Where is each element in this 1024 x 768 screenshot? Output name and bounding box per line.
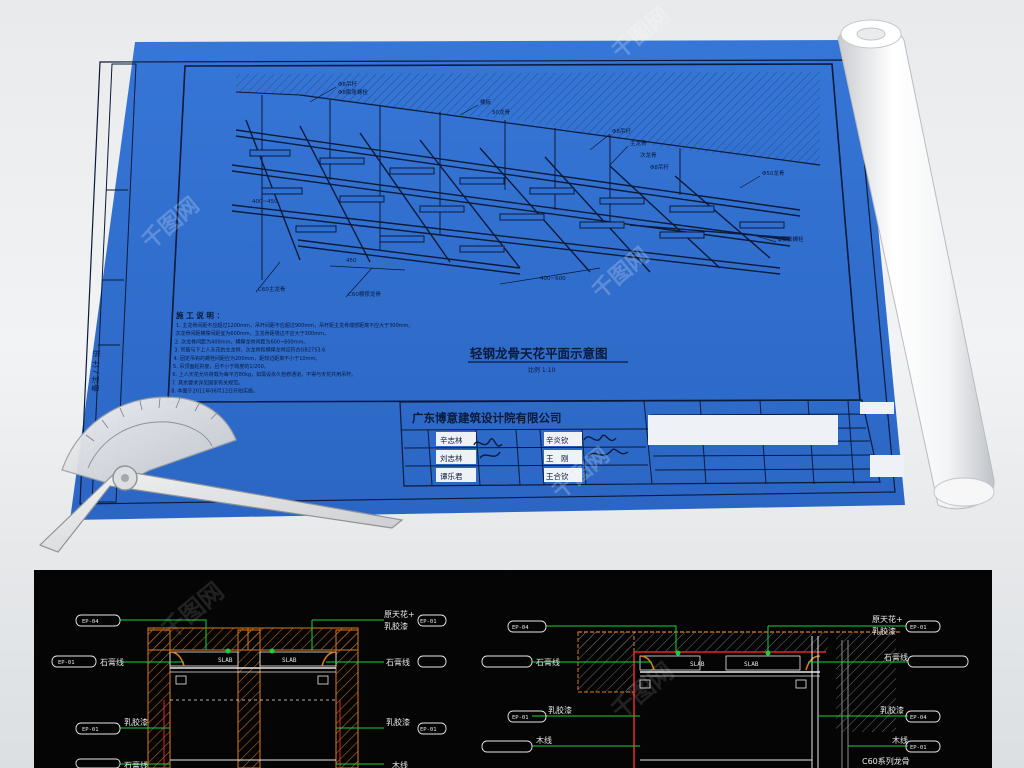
title-block-lower-panel (870, 455, 904, 477)
cad-left-latex-right: 乳胶漆 (386, 717, 410, 727)
blueprint-sheet: 备注 / 计 设 (70, 40, 905, 520)
title-block-corner-panel (860, 402, 894, 414)
name-left-1: 辛志林 (440, 435, 463, 445)
callout-bottom-1: C60主龙骨 (258, 285, 286, 293)
cad-right-slab-2: SLAB (744, 661, 759, 668)
keel-blocks (249, 149, 785, 253)
cad-right-gypsum-right: 石膏线 (884, 652, 908, 662)
cad-left-gypsum-left-2: 石膏线 (124, 760, 148, 768)
cad-right-ceiling-2: 乳胶漆 (872, 626, 896, 636)
side-strip (91, 63, 137, 503)
construction-note-line: 6. 上人天花允许荷载为每平方80kg，如需设永久检修通道，不得与天花共用吊杆。 (172, 371, 356, 378)
slab-hatch (236, 72, 820, 165)
cad-left-ceiling: 原天花+ (384, 609, 415, 619)
cad-right-wood-right: 木线 (892, 735, 908, 745)
cad-left-tag-d: EP-01 (420, 619, 437, 625)
drawing-title: 轻钢龙骨天花平面示意图 (470, 346, 608, 361)
notes-heading: 施 工 说 明 ： (176, 310, 224, 320)
cad-right-keel: C60系列龙骨 (862, 756, 910, 766)
cad-right-wood-left: 木线 (536, 735, 552, 745)
construction-note-line: 4. 固定吊钩的螺栓间距应为200mm，距较边距离不小于10mm。 (174, 355, 321, 362)
name-right-1: 辛炎钦 (546, 435, 569, 445)
cad-right-latex-right: 乳胶漆 (880, 705, 904, 715)
cad-left-tag-a: EP-04 (82, 619, 99, 625)
callout-bottom-2: C60横撑龙骨 (348, 290, 381, 298)
callout-top-3: 楼板 (480, 98, 492, 106)
name-right-3: 王合钦 (546, 471, 569, 481)
cad-right-slab-1: SLAB (690, 661, 705, 668)
callout-lower-right: φ膨胀螺栓 (778, 235, 804, 243)
cad-right-tag-e: EP-01 (910, 745, 927, 751)
cad-left-tag-e: EP-01 (420, 727, 437, 733)
construction-note-line: 2. 次龙骨间距为400mm，横撑龙骨间距为600~800mm。 (175, 338, 309, 345)
cad-right-tag-a: EP-04 (512, 625, 529, 631)
cad-left-ceiling-2: 乳胶漆 (384, 621, 408, 631)
construction-note-line: 7. 其余要求详见国家有关规范。 (172, 379, 243, 386)
cad-left-tag-b: EP-01 (58, 660, 75, 666)
roll-end-bottom (933, 477, 995, 507)
sheet-outer-frame (79, 59, 896, 505)
drawing-scale: 比例 1:10 (528, 366, 556, 374)
signature-left (473, 438, 503, 459)
construction-note-line: 1. 主龙骨间距不应超过1200mm，吊杆间距不应超过900mm，吊杆距主龙骨端… (176, 322, 413, 329)
construction-note-line: 3. 吊筋与下上人天花的主龙骨、次龙骨和横撑龙骨应符合GB2753.6 (174, 347, 325, 354)
callout-top-2: Φ8膨胀螺栓 (338, 88, 368, 96)
callout-right-1: Φ8吊杆 (612, 127, 631, 135)
leader-lines (255, 86, 777, 298)
cad-background (34, 570, 992, 768)
title-block: 广东博意建筑设计院有限公司 辛志林 刘志林 谭乐君 辛炎钦 王 刚 王合钦 (399, 399, 904, 487)
cad-left-latex-left: 乳胶漆 (124, 717, 148, 727)
cad-left-slab-1: SLAB (218, 657, 233, 664)
callout-top-4: 50龙骨 (492, 108, 510, 116)
cad-right-latex-left: 乳胶漆 (548, 705, 572, 715)
construction-note-line: 5. 吊顶面起拱度，且不小于跨度的1/200。 (173, 363, 269, 370)
title-block-blank-panel (648, 415, 838, 445)
paper-roll (837, 19, 995, 510)
callout-right-2: 主龙骨 (630, 139, 647, 147)
name-left-2: 刘志林 (440, 453, 463, 463)
dim-1: 450 (346, 258, 357, 264)
cad-left-section: SLAB SLAB (51, 609, 447, 768)
side-strip-label: 备注 / 计 设 (90, 349, 101, 392)
callout-right-3: 次龙骨 (640, 151, 657, 159)
dim-2: 400~450 (252, 199, 278, 205)
construction-note-line: 次龙骨间距横撑间距宜为600mm，主龙骨距墙边不应大于300mm。 (175, 330, 329, 337)
cad-right-section: SLAB SLAB (481, 614, 969, 768)
construction-notes: 1. 主龙骨间距不应超过1200mm，吊杆间距不应超过900mm，吊杆距主龙骨端… (171, 322, 413, 395)
cad-right-tag-d: EP-04 (910, 715, 927, 721)
cad-right-gypsum: 石膏线 (536, 657, 560, 667)
callout-right-4: Φ8吊杆 (650, 163, 669, 171)
cad-panel: SLAB SLAB (34, 570, 992, 768)
cad-left-gypsum-right: 石膏线 (386, 657, 410, 667)
cad-right-tag-b: EP-01 (512, 715, 529, 721)
name-left-3: 谭乐君 (440, 471, 463, 481)
cad-right-ceiling: 原天花+ (872, 614, 903, 624)
cad-left-gypsum-left: 石膏线 (100, 657, 124, 667)
name-right-2: 王 刚 (546, 454, 569, 463)
cad-left-tag-c: EP-01 (82, 727, 99, 733)
cad-left-wood-right: 木线 (392, 760, 408, 768)
protractor (38, 396, 404, 553)
company-name: 广东博意建筑设计院有限公司 (412, 411, 562, 425)
cad-left-slab-2: SLAB (282, 657, 297, 664)
callout-top-1: Φ8吊杆 (338, 80, 357, 88)
construction-note-line: 8. 本图于2011年06月12日开始实施。 (171, 388, 258, 395)
signature-right (583, 434, 629, 457)
cad-right-tag-c: EP-01 (910, 625, 927, 631)
callout-far-right: Φ50龙骨 (762, 169, 785, 177)
dim-3: 400~600 (540, 276, 566, 282)
